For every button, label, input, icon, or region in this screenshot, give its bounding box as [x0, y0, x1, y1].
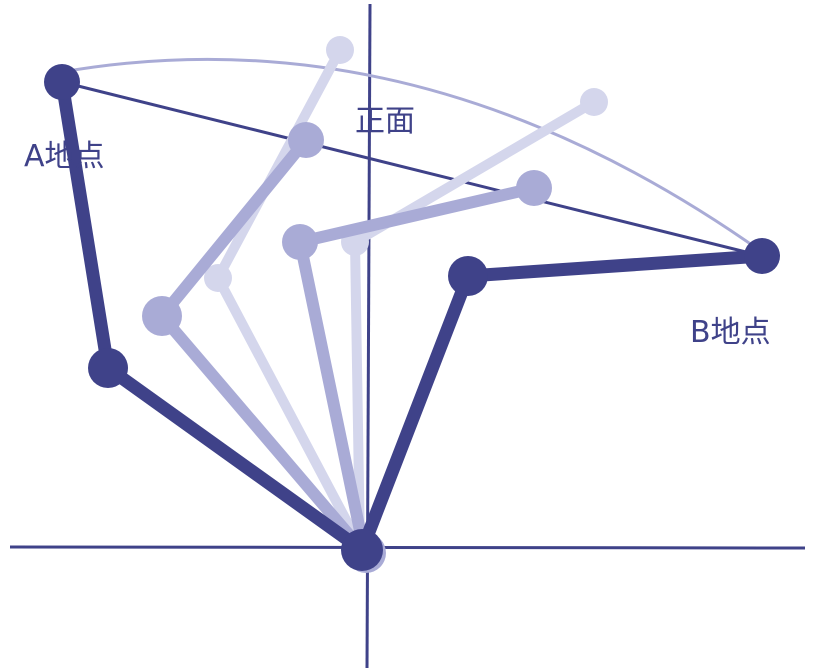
light-joints — [204, 36, 608, 292]
dark-joints — [44, 64, 780, 571]
point-b-label: B地点 — [690, 315, 771, 350]
arm-dark-b — [355, 249, 769, 557]
horizontal-axis — [9, 545, 806, 550]
front-label: 正面 — [355, 104, 415, 139]
arc-trajectory — [61, 57, 763, 254]
straight-trajectory — [61, 80, 763, 258]
point-a-label: A地点 — [24, 139, 105, 174]
